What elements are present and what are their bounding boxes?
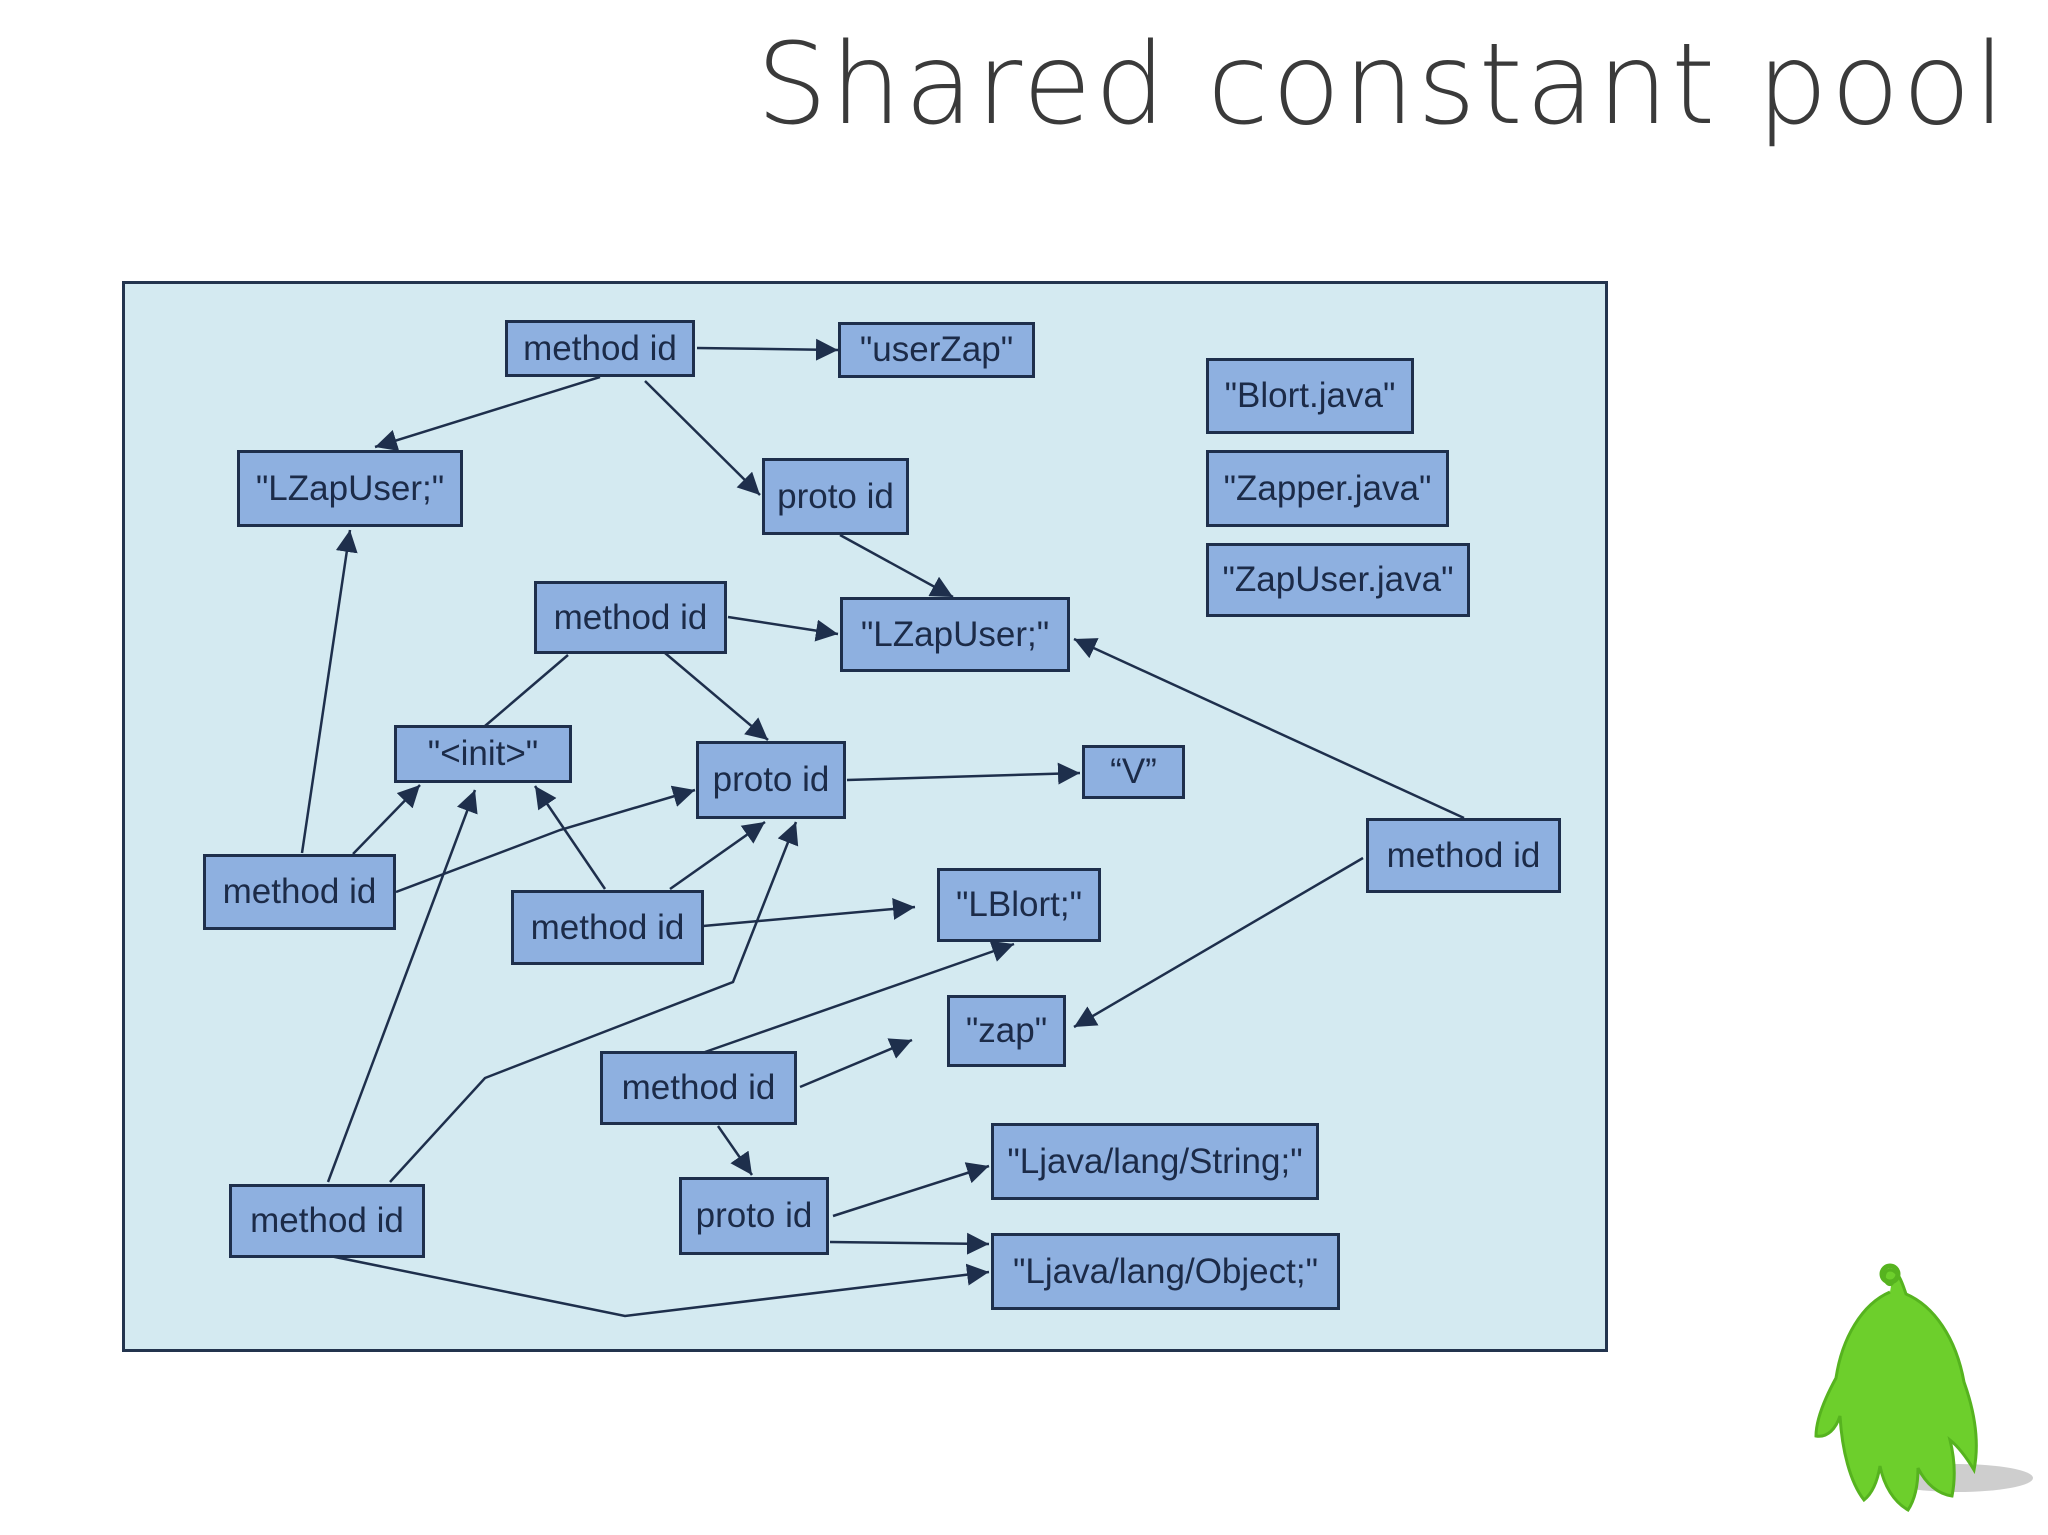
type-constant-node: "LZapUser;"	[840, 597, 1070, 672]
string-constant-node: "userZap"	[838, 322, 1035, 378]
method-id-node: method id	[203, 854, 396, 930]
source-file-node: "Zapper.java"	[1206, 450, 1449, 527]
green-android-ghost-mascot-icon	[1814, 1263, 2033, 1512]
type-constant-node: "Ljava/lang/String;"	[991, 1123, 1319, 1200]
method-id-node: method id	[1366, 818, 1561, 893]
type-constant-node: “V”	[1082, 745, 1185, 799]
type-constant-node: "Ljava/lang/Object;"	[991, 1233, 1340, 1310]
source-file-node: "Blort.java"	[1206, 358, 1414, 434]
type-constant-node: "LZapUser;"	[237, 450, 463, 527]
method-id-node: method id	[600, 1051, 797, 1125]
method-id-node: method id	[534, 581, 727, 654]
proto-id-node: proto id	[762, 458, 909, 535]
type-constant-node: "LBlort;"	[937, 868, 1101, 942]
method-id-node: method id	[505, 320, 695, 377]
string-constant-node: "<init>"	[394, 725, 572, 783]
proto-id-node: proto id	[679, 1177, 829, 1255]
slide-title: Shared constant pool	[756, 20, 2008, 150]
string-constant-node: "zap"	[947, 995, 1066, 1067]
method-id-node: method id	[229, 1184, 425, 1258]
proto-id-node: proto id	[696, 741, 846, 819]
method-id-node: method id	[511, 890, 704, 965]
source-file-node: "ZapUser.java"	[1206, 543, 1470, 617]
